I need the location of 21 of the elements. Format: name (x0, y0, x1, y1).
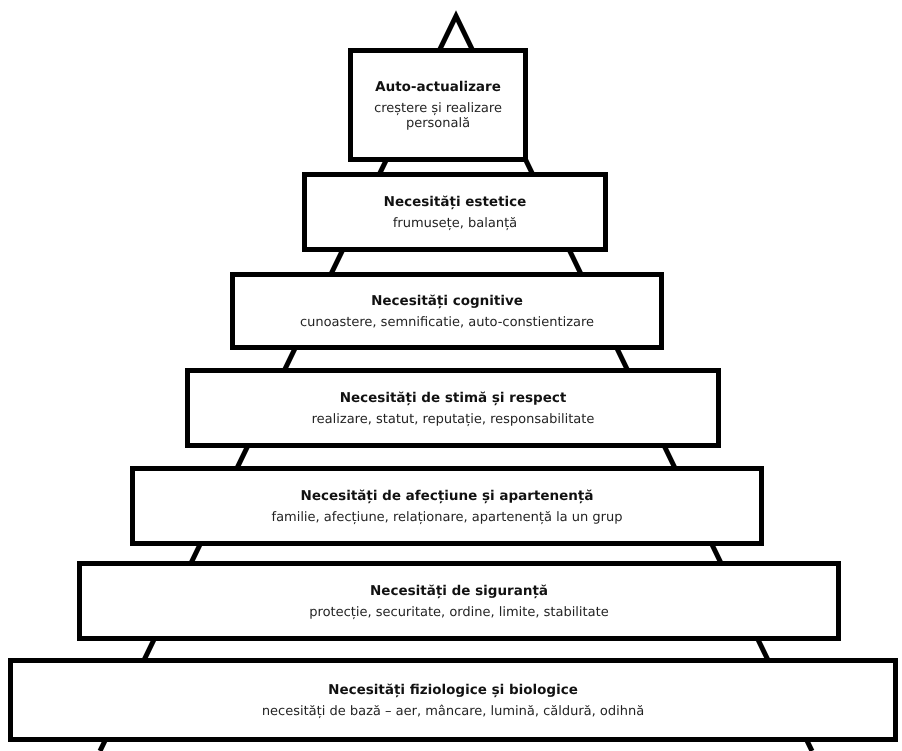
level-description: familie, afecțiune, relaționare, apartenență la un grup (272, 510, 622, 524)
level-heading: Necesități de stimă și respect (340, 390, 566, 406)
level-description: frumusețe, balanță (392, 216, 518, 230)
level-heading: Necesități fiziologice și biologice (328, 682, 578, 698)
level-heading: Necesități estetice (384, 194, 526, 210)
level-heading: Necesități de afecțiune și apartenență (300, 488, 594, 504)
level-description: protecție, securitate, ordine, limite, stabilitate (309, 604, 609, 620)
pyramid-level-box (302, 172, 608, 252)
pyramid-level-box (130, 466, 764, 546)
level-heading: Necesități cognitive (371, 292, 523, 308)
level-description: cunoastere, semnificatie, auto-constientizare (300, 314, 594, 330)
level-description: creștere și realizare personală (373, 101, 503, 131)
level-description: realizare, statut, reputație, responsabilitate (312, 412, 594, 426)
pyramid-level-box (8, 658, 898, 742)
level-description: necesități de bază – aer, mâncare, lumină, căldură, odihnă (262, 704, 644, 718)
pyramid-level-box (185, 368, 721, 448)
pyramid-level-box (230, 272, 664, 350)
pyramid-level-box (348, 48, 528, 162)
pyramid-level-box (77, 561, 841, 641)
level-heading: Auto-actualizare (375, 79, 501, 95)
level-heading: Necesități de siguranță (370, 582, 548, 598)
